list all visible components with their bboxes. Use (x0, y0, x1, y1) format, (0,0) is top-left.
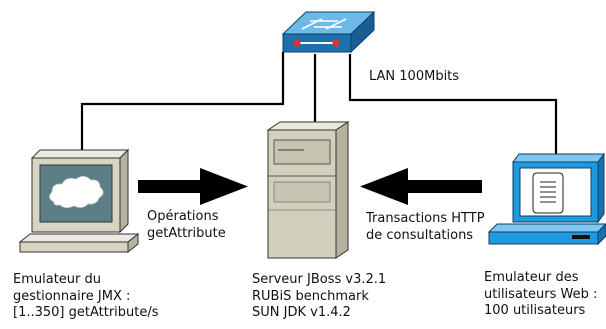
jmx-arrow-label-line: Opérations (147, 209, 219, 224)
arrow-jmx-to-server (138, 168, 248, 205)
network-switch-icon (281, 10, 376, 54)
web-client-computer-icon (487, 152, 606, 246)
caption-line: SUN JDK v1.4.2 (252, 305, 351, 320)
network-cables (80, 52, 558, 162)
server-tower-icon (266, 121, 350, 259)
web-arrow-label-line: de consultations (366, 227, 474, 243)
web-arrow-label: Transactions HTTP de consultations (366, 211, 485, 244)
jmx-client-caption: Emulateur du gestionnaire JMX : [1..350]… (13, 272, 159, 322)
caption-line: Serveur JBoss v3.2.1 (252, 272, 387, 287)
document-scroll-icon (532, 172, 564, 214)
caption-line: utilisateurs Web : (484, 286, 598, 302)
jmx-arrow-label: Opérations getAttribute (147, 209, 226, 242)
caption-line: gestionnaire JMX : (13, 288, 131, 304)
cable-to-web-client (348, 54, 558, 158)
caption-line: 100 utilisateurs (484, 303, 586, 318)
jmx-client-computer-icon (18, 148, 140, 254)
caption-line: RUBiS benchmark (252, 288, 369, 304)
server-caption: Serveur JBoss v3.2.1 RUBiS benchmark SUN… (252, 272, 386, 322)
web-arrow-label-line: Transactions HTTP (366, 211, 485, 226)
network-label: LAN 100Mbits (369, 69, 460, 84)
jmx-arrow-label-line: getAttribute (147, 225, 226, 241)
cable-to-jmx-client (80, 52, 285, 162)
arrow-web-to-server (360, 168, 482, 205)
caption-line: Emulateur des (484, 270, 579, 285)
web-client-caption: Emulateur des utilisateurs Web : 100 uti… (484, 270, 597, 320)
caption-line: [1..350] getAttribute/s (13, 305, 159, 320)
caption-line: Emulateur du (13, 272, 101, 287)
